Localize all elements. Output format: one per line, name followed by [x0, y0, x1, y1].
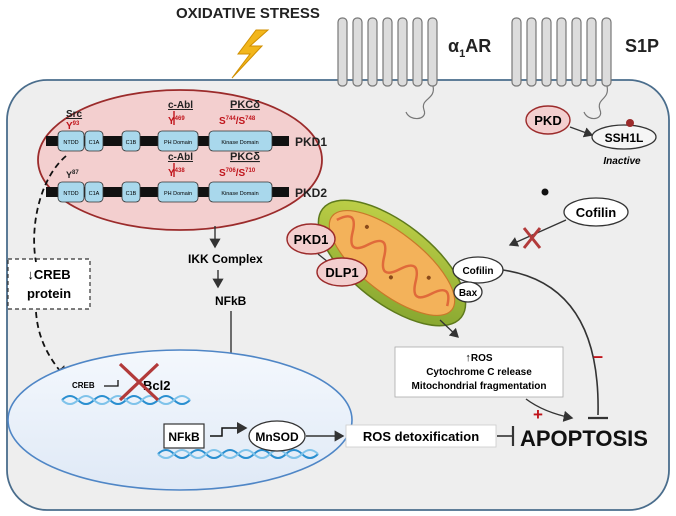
phospho-dot: [626, 119, 634, 127]
bax-node: [453, 281, 483, 303]
pkd1-label: PKD1: [295, 135, 327, 149]
apoptosis-label: APOPTOSIS: [520, 426, 648, 451]
svg-text:Kinase Domain: Kinase Domain: [221, 191, 258, 197]
pkcd-kinase-label-2: PKCδ: [230, 151, 260, 163]
s706-s710-sites: S706/S710: [219, 168, 256, 179]
svg-text:C1A: C1A: [89, 140, 100, 146]
nfkb-cytoplasm-label: NFkB: [215, 294, 247, 308]
y438-site: Y438: [168, 168, 185, 179]
src-kinase-label: Src: [66, 109, 83, 120]
svg-text:Kinase Domain: Kinase Domain: [221, 140, 258, 146]
s1p-label: S1P: [625, 36, 659, 56]
svg-text:Cofilin: Cofilin: [462, 266, 493, 277]
dna-strand-top: [61, 395, 191, 405]
svg-text:↓CREB: ↓CREB: [27, 267, 70, 282]
nfkb-nucleus-box: [163, 423, 205, 449]
svg-text:C1B: C1B: [126, 191, 137, 197]
y93-site: Y93: [66, 121, 80, 132]
dlp1-node: [316, 257, 368, 287]
ros-line-2: Cytochrome C release: [426, 367, 532, 378]
y87-site: Y87: [66, 170, 79, 180]
plus-sign: +: [533, 405, 543, 424]
oxidative-stress-label: OXIDATIVE STRESS: [176, 5, 320, 22]
ros-line-3: Mitochondrial fragmentation: [412, 381, 547, 392]
ros-line-1: ↑ROS: [465, 352, 493, 364]
y469-site: Y469: [168, 116, 185, 127]
s1p-receptor: [511, 17, 612, 120]
svg-text:PKD: PKD: [534, 113, 561, 128]
svg-text:NTDD: NTDD: [63, 140, 78, 146]
creb-protein-box: [7, 258, 91, 310]
lightning-bolt-icon: [231, 29, 270, 79]
pkd1-mito-node: [286, 223, 336, 255]
alpha1ar-label: α1AR: [448, 36, 491, 60]
pkd2-label: PKD2: [295, 186, 327, 200]
pkd2-structure: NTDD C1A C1B PH Domain Kinase Domain: [46, 181, 289, 203]
mnsod-node: [248, 420, 306, 452]
bcl2-blocked-x-icon: [118, 362, 160, 402]
svg-text:PH Domain: PH Domain: [164, 191, 192, 197]
minus-sign: –: [593, 346, 603, 366]
svg-text:NTDD: NTDD: [63, 191, 78, 197]
pkd-node: [525, 105, 571, 135]
phospho-dot-cofilin: [541, 188, 549, 196]
creb-nucleus-label: CREB: [72, 381, 95, 390]
dna-strand-bottom: [157, 449, 319, 459]
pkd1-structure: NTDD C1A C1B PH Domain Kinase Domain: [46, 130, 289, 152]
inactive-label: Inactive: [603, 156, 641, 167]
svg-text:MnSOD: MnSOD: [255, 430, 299, 444]
alpha1ar-receptor: [337, 17, 438, 120]
ros-box: [394, 346, 564, 398]
bcl2-label: Bcl2: [143, 378, 170, 393]
svg-text:ROS detoxification: ROS detoxification: [363, 429, 479, 444]
ssh1l-node: [591, 124, 657, 150]
svg-text:PKD1: PKD1: [294, 232, 329, 247]
mitochondrion-image: [317, 199, 467, 327]
svg-text:DLP1: DLP1: [325, 265, 358, 280]
svg-text:Cofilin: Cofilin: [576, 205, 616, 220]
svg-text:NFkB: NFkB: [168, 430, 200, 444]
ikk-complex-label: IKK Complex: [188, 252, 263, 266]
cabl-kinase-label-1: c-Abl: [168, 100, 193, 111]
pkcd-kinase-label-1: PKCδ: [230, 99, 260, 111]
cofilin-node: [563, 197, 629, 227]
blocked-x-icon: [522, 227, 542, 249]
nucleus: [7, 349, 353, 491]
svg-text:PH Domain: PH Domain: [164, 140, 192, 146]
svg-text:protein: protein: [27, 286, 71, 301]
svg-text:Bax: Bax: [459, 288, 478, 299]
svg-text:SSH1L: SSH1L: [605, 131, 644, 145]
ros-detox-box: [345, 424, 497, 448]
svg-text:C1B: C1B: [126, 140, 137, 146]
svg-text:C1A: C1A: [89, 191, 100, 197]
cabl-kinase-label-2: c-Abl: [168, 152, 193, 163]
s744-s748-sites: S744/S748: [219, 116, 256, 127]
